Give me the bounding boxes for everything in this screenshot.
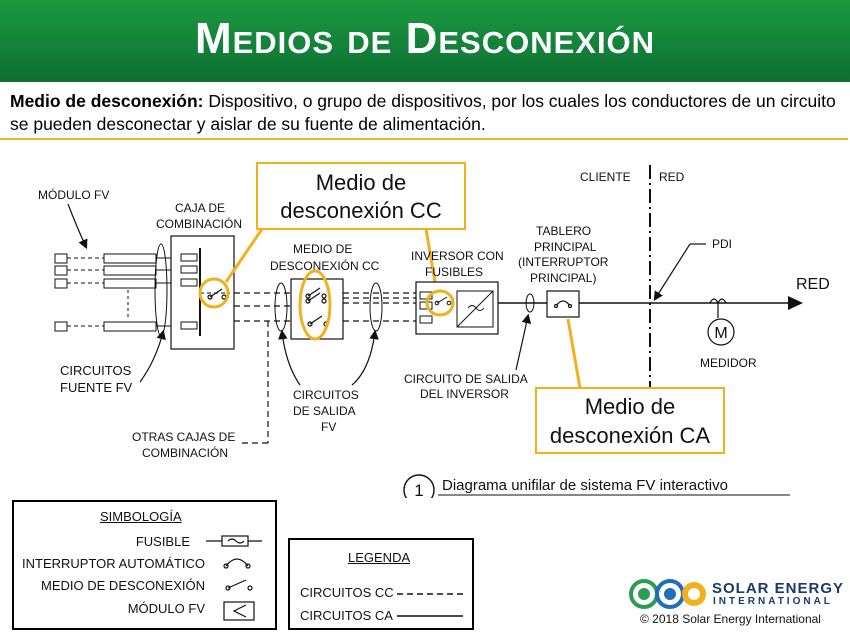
circuitos-salida-arrow-1 xyxy=(278,329,301,386)
logo-text-line1: SOLAR ENERGY xyxy=(712,580,845,597)
circuito-inversor-label-2: DEL INVERSOR xyxy=(420,387,509,401)
medio-label-1: MEDIO DE xyxy=(293,242,352,256)
meter-icon xyxy=(707,318,735,346)
caja-label-1: CAJA DE xyxy=(175,201,225,215)
symbology-title: SIMBOLOGÍA xyxy=(100,509,182,524)
callout-dc-line2: desconexión CC xyxy=(280,198,442,223)
pv-strings xyxy=(54,253,178,332)
circuitos-fuente-label-1: CIRCUITOS xyxy=(60,363,132,378)
modulo-fv-label: MÓDULO FV xyxy=(38,187,109,202)
inverter-output-loop xyxy=(525,293,535,313)
callout-dc-box xyxy=(256,162,466,230)
red-top-label: RED xyxy=(659,170,685,184)
meter-ct-symbol xyxy=(709,298,727,318)
disconnect-icon xyxy=(227,579,247,589)
circuitos-fuente-label-2: FUENTE FV xyxy=(60,380,133,395)
main-breaker-symbol xyxy=(553,300,573,309)
pv-module-icon xyxy=(223,601,255,621)
symbol-label-module: MÓDULO FV xyxy=(127,601,205,616)
figure-number-circle xyxy=(403,474,435,498)
otras-label-2: COMBINACIÓN xyxy=(142,445,228,460)
callout-ac-leader xyxy=(566,318,582,389)
red-right-label: RED xyxy=(796,276,830,293)
circuito-inversor-arrow xyxy=(515,313,532,371)
figure-number: 1 xyxy=(414,481,423,498)
callout-ac-line2: desconexión CA xyxy=(550,423,711,448)
single-line-diagram: MÓDULO FV CAJA DE COMBINACIÓN xyxy=(38,162,830,498)
tablero-label-1: TABLERO xyxy=(536,224,591,238)
callout-dc-line1: Medio de xyxy=(316,170,407,195)
circuitos-salida-arrow-2 xyxy=(351,329,379,386)
otras-label-1: OTRAS CAJAS DE xyxy=(132,430,235,444)
pdi-label: PDI xyxy=(712,237,732,251)
sei-logo-icon xyxy=(629,579,706,609)
tablero-label-2: PRINCIPAL xyxy=(534,240,597,254)
fuse-body-icon xyxy=(221,535,249,547)
dc-circuits xyxy=(234,292,416,444)
symbol-label-breaker: INTERRUPTOR AUTOMÁTICO xyxy=(22,556,205,571)
inversor-label-1: INVERSOR CON xyxy=(411,249,504,263)
medio-label-2: DESCONEXIÓN CC xyxy=(270,258,380,273)
tablero-label-4: PRINCIPAL) xyxy=(530,271,596,285)
definition-term: Medio de desconexión: xyxy=(10,91,204,111)
modulo-fv-arrow xyxy=(67,203,88,250)
caja-label-2: COMBINACIÓN xyxy=(156,216,242,231)
figure-caption: Diagrama unifilar de sistema FV interact… xyxy=(442,477,728,494)
circuito-inversor-label-1: CIRCUITO DE SALIDA xyxy=(404,372,528,386)
main-panel-box xyxy=(546,290,580,318)
callout-dc-leader-1 xyxy=(224,228,264,283)
cc-callout-circle-inverter xyxy=(425,289,455,317)
circuitos-salida-label-1: CIRCUITOS xyxy=(293,388,359,402)
circuitos-salida-label-3: FV xyxy=(321,420,336,434)
page-title: Medios de Desconexión xyxy=(194,14,656,63)
cliente-label: CLIENTE xyxy=(580,170,631,184)
combiner-disconnect xyxy=(207,288,227,300)
breaker-icon xyxy=(225,558,249,567)
callout-ac-box xyxy=(535,387,725,454)
legend-box: LEGENDA CIRCUITOS CC CIRCUITOS CA xyxy=(288,538,474,630)
copyright-notice: © 2018 Solar Energy International xyxy=(640,612,821,626)
cc-callout-circle-combiner xyxy=(198,277,230,309)
legend-lines xyxy=(397,593,463,617)
circuitos-salida-label-2: DE SALIDA xyxy=(293,404,356,418)
circuitos-fuente-arrow xyxy=(139,329,166,383)
definition-body: Dispositivo, o grupo de dispositivos, po… xyxy=(10,91,836,134)
tablero-label-3: (INTERRUPTOR xyxy=(518,255,609,269)
definition-text: Medio de desconexión: Dispositivo, o gru… xyxy=(10,90,840,136)
cc-callout-circle-disconnect xyxy=(298,269,332,341)
title-banner: Medios de Desconexión xyxy=(0,0,850,82)
logo-text-line2: INTERNATIONAL xyxy=(713,596,833,607)
output-circuit-loop-2 xyxy=(369,282,383,332)
symbology-box: SIMBOLOGÍA FUSIBLE INTERRUPTOR AUTOMÁTIC… xyxy=(12,500,277,630)
red-arrowhead xyxy=(788,296,803,310)
medidor-label: MEDIDOR xyxy=(700,356,757,370)
symbology-icons xyxy=(206,535,262,621)
callout-ac-line1: Medio de xyxy=(585,394,676,419)
symbol-label-fuse: FUSIBLE xyxy=(135,534,190,549)
legend-title: LEGENDA xyxy=(348,550,411,565)
output-circuit-loop-1 xyxy=(274,282,288,332)
inversor-label-2: FUSIBLES xyxy=(425,265,483,279)
callout-dc-leader-2 xyxy=(424,228,438,289)
definition-box: Medio de desconexión: Dispositivo, o gru… xyxy=(0,84,848,140)
symbol-label-disconnect: MEDIO DE DESCONEXIÓN xyxy=(41,578,205,593)
legend-label-ac: CIRCUITOS CA xyxy=(300,608,393,623)
meter-symbol: M xyxy=(714,325,727,342)
legend-label-dc: CIRCUITOS CC xyxy=(300,585,394,600)
pdi-leader-b xyxy=(653,243,691,302)
